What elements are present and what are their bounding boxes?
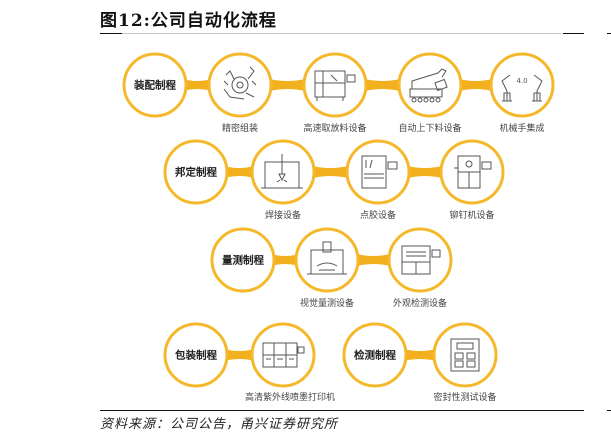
title-rule-left: [100, 33, 122, 34]
row1-connectors: [180, 78, 496, 92]
title-rule: [122, 33, 562, 34]
robot-gear-assembly-icon: [223, 66, 257, 100]
equipment-label: 高清紫外线喷墨打印机: [244, 393, 336, 403]
svg-text:4.0: 4.0: [516, 77, 527, 85]
vision-measuring-icon: [307, 241, 347, 275]
title-rule-far: [607, 33, 611, 34]
equipment-label: 视觉量测设备: [299, 299, 355, 309]
process-assembly: 装配制程: [134, 79, 176, 92]
dispensing-machine-icon: [361, 155, 398, 189]
process-testing: 检测制程: [354, 349, 396, 362]
conveyor-loader-icon: [409, 68, 448, 103]
pick-place-machine-icon: [314, 70, 356, 101]
row2-connectors: [221, 165, 446, 179]
seal-tester-icon: [450, 338, 480, 372]
process-bonding: 邦定制程: [175, 166, 217, 179]
figure-title: 图12:公司自动化流程: [100, 11, 277, 31]
equipment-label: 焊接设备: [264, 211, 302, 221]
equipment-label: 自动上下料设备: [398, 124, 462, 134]
row3-connectors: [268, 253, 394, 267]
equipment-label: 机械手集成: [499, 124, 545, 134]
welding-machine-icon: [261, 154, 303, 189]
process-measurement: 量测制程: [222, 254, 264, 267]
equipment-label: 密封性测试设备: [433, 393, 497, 403]
equipment-label: 铆钉机设备: [449, 211, 495, 221]
source-note: 资料来源：公司公告，甬兴证券研究所: [100, 417, 339, 432]
equipment-label: 高速取放料设备: [303, 124, 367, 134]
robot-arms-4-0-icon: 4.0: [501, 74, 543, 102]
appearance-inspection-icon: [401, 245, 441, 275]
riveting-machine-icon: [454, 155, 492, 189]
source-rule: [100, 410, 584, 411]
uv-inkjet-printer-icon: [262, 342, 305, 368]
title-rule-right: [563, 33, 584, 34]
row4-connectors: [221, 348, 440, 362]
equipment-label: 点胶设备: [359, 211, 397, 221]
process-packaging: 包装制程: [175, 349, 217, 362]
equipment-label: 外观检测设备: [392, 299, 448, 309]
source-rule-far: [607, 410, 611, 411]
equipment-label: 精密组装: [221, 124, 259, 134]
